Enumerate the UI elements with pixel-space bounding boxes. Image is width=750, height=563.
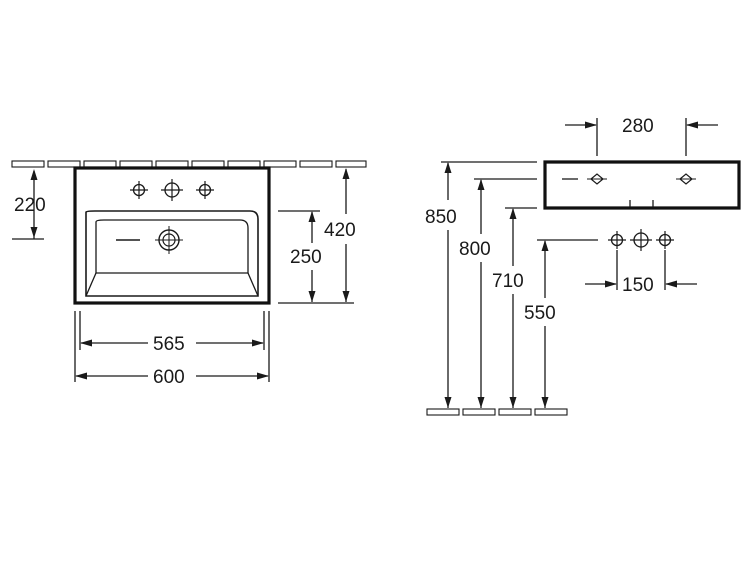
basin-bowl-inner [95,219,249,274]
dim-565-label: 565 [153,334,185,355]
dim-600-label: 600 [153,367,185,388]
basin-side-outline [543,160,741,210]
basin-outline [73,166,271,305]
dim-420-line [278,168,354,304]
dim-800-label: 800 [459,239,491,260]
dim-220-line [12,169,44,240]
tap-hole-icons [129,179,215,201]
dim-565-line [79,311,265,350]
dim-600-line [74,311,270,382]
front-view: 220 420 250 565 [11,160,367,388]
dim-250-label: 250 [290,247,322,268]
basin-bowl-outer [85,210,259,297]
dim-550-label: 550 [524,303,556,324]
dim-250-line [278,210,320,302]
dim-280-label: 280 [622,116,654,137]
side-tap-hole-icon [587,173,607,185]
tap-hole-detail-icons [607,229,675,251]
dim-220-label: 220 [14,195,46,216]
floor-tiles [426,408,568,416]
dim-550-line [537,239,598,408]
dim-710-label: 710 [492,271,524,292]
dim-710-line [505,207,537,408]
dim-850-label: 850 [425,207,457,228]
dim-850-line [441,161,537,408]
dim-280-line [565,118,718,156]
dim-420-label: 420 [324,220,356,241]
dim-150-label: 150 [622,275,654,296]
side-view: 280 850 800 [425,116,741,416]
dim-800-line [474,178,537,408]
drain-icon [155,226,183,254]
dim-150-line [585,250,697,290]
wall-tiles-front [11,160,367,168]
side-tap-hole-icon-2 [676,173,696,185]
